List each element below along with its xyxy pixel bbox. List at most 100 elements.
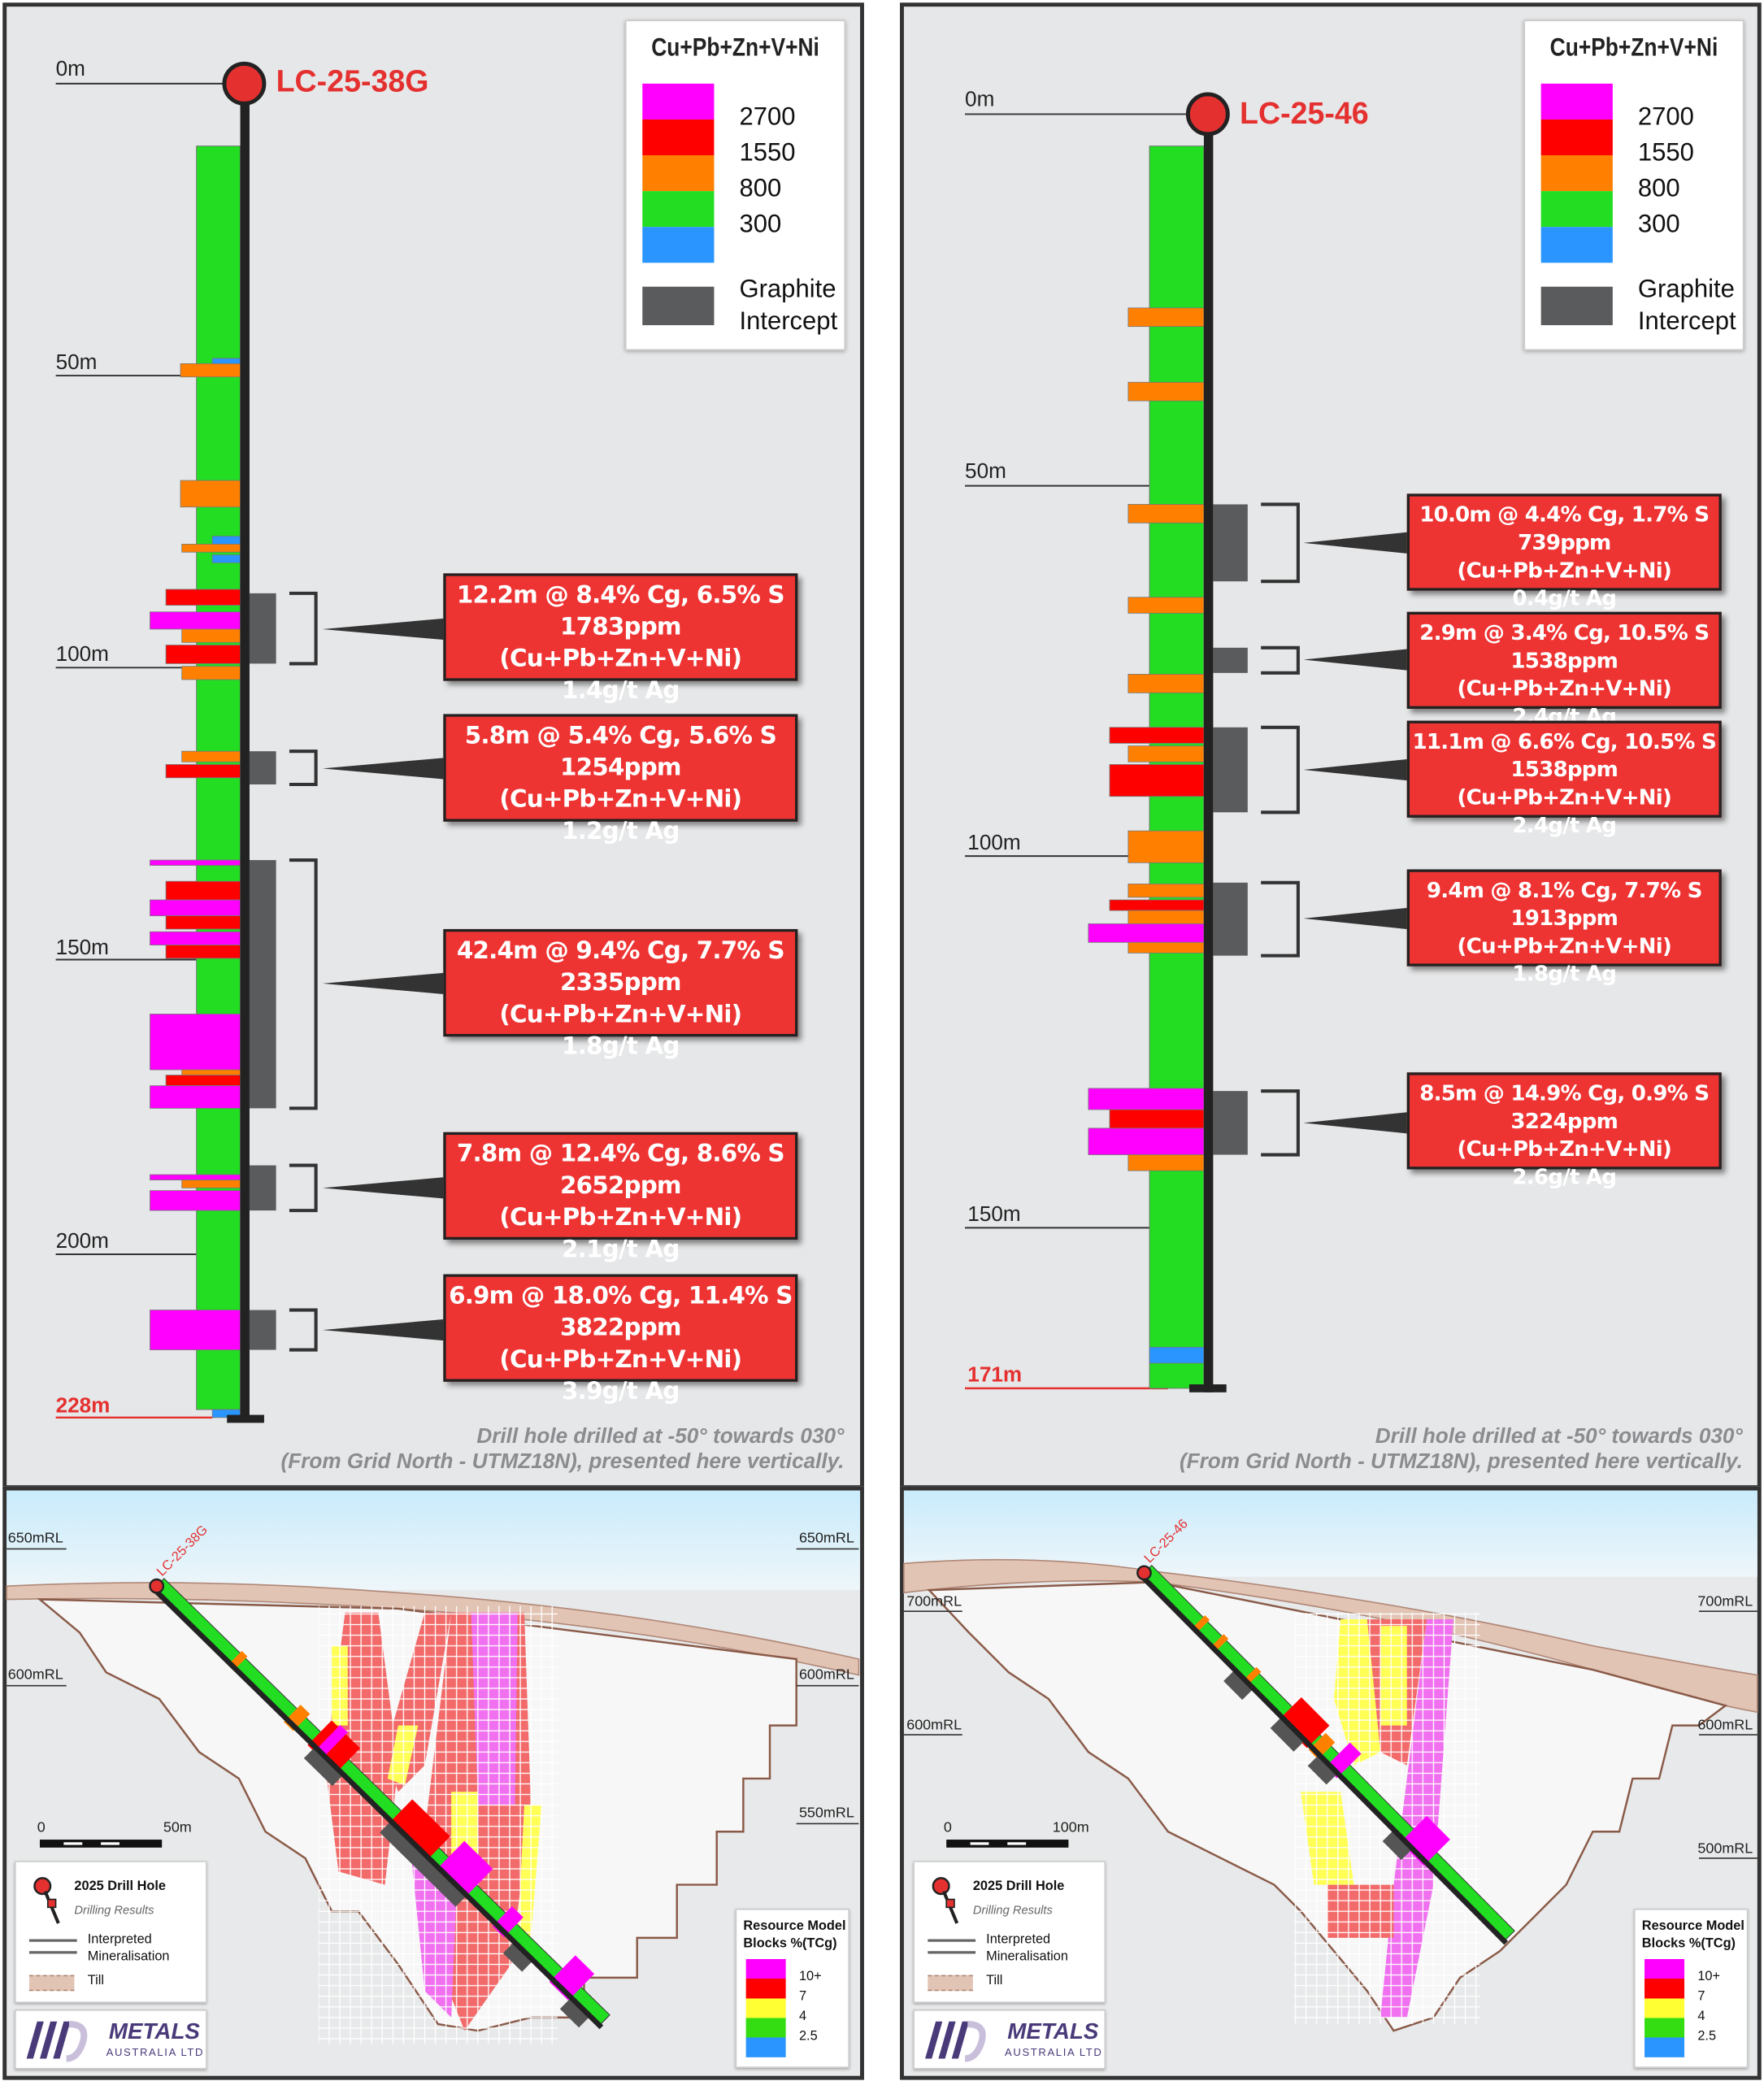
depth-label: 0m — [55, 58, 85, 81]
till-swatch — [928, 1975, 973, 1992]
orange-interval — [1127, 830, 1205, 863]
orientation-note: Drill hole drilled at -50° towards 030°(… — [1179, 1425, 1743, 1474]
section-drill-hole — [1139, 1564, 1515, 1945]
depth-label: 0m — [965, 89, 995, 112]
till-swatch — [28, 1975, 75, 1992]
graphite-intercept — [249, 860, 276, 1109]
legend-level: 800 — [739, 175, 782, 203]
legend-level: 10+ — [798, 1970, 822, 1985]
resource-swatches — [745, 1959, 786, 2057]
scale-bar — [39, 1840, 163, 1848]
graphite-intercept — [1213, 882, 1248, 956]
legend-level: 4 — [798, 2009, 807, 2025]
swatch-red — [1540, 119, 1613, 156]
legend-level: 800 — [1637, 175, 1680, 203]
swatch-orange — [1540, 155, 1613, 192]
legend-graphite: Intercept — [1637, 307, 1736, 337]
legend-graphite: Graphite — [1637, 276, 1735, 304]
legend-level: 1550 — [1637, 139, 1694, 167]
legend-label: Interpreted — [87, 1932, 152, 1948]
graphite-intercept — [1213, 504, 1248, 582]
legend-label: Drilling Results — [74, 1903, 154, 1917]
resource-legend: Resource Model Blocks %(TCg) 10+ 7 4 2.5 — [735, 1908, 849, 2068]
legend-level: 300 — [739, 211, 782, 239]
rl-label: 600mRL — [1697, 1717, 1753, 1734]
logo-mark-icon — [925, 2020, 986, 2062]
rl-label: 600mRL — [7, 1666, 63, 1683]
depth-label: 100m — [55, 643, 109, 667]
swatch-graphite — [642, 286, 715, 326]
company-logo: METALS AUSTRALIA LTD — [913, 2009, 1106, 2070]
resource-swatches — [1645, 1959, 1685, 2057]
rl-label: 650mRL — [7, 1530, 63, 1547]
graphite-intercept — [1213, 647, 1248, 673]
logo-mark-icon — [26, 2020, 88, 2062]
interp-line-icon — [28, 1951, 77, 1954]
depth-label: 150m — [967, 1203, 1021, 1227]
magenta-interval — [150, 1310, 241, 1350]
magenta-interval — [150, 1085, 241, 1109]
orientation-note: Drill hole drilled at -50° towards 030°(… — [280, 1425, 845, 1474]
legend-level: 7 — [1697, 1989, 1705, 2005]
scale-label: 50m — [163, 1819, 192, 1836]
depth-label: 50m — [55, 351, 98, 375]
swatch-blue — [642, 227, 715, 263]
swatch-green — [642, 191, 715, 228]
interp-line-icon — [28, 1939, 77, 1942]
brackets — [289, 591, 318, 1352]
end-depth-label: 171m — [967, 1364, 1023, 1388]
legend-title: Resource Model — [1641, 1919, 1744, 1934]
graphite-intercept — [1213, 727, 1248, 813]
magenta-interval — [1088, 1088, 1205, 1110]
depth-label: 200m — [55, 1230, 109, 1253]
rl-label: 700mRL — [906, 1593, 962, 1610]
legend-title: Blocks %(TCg) — [1641, 1936, 1736, 1952]
depth-label: 100m — [967, 832, 1021, 855]
legend-level: 2700 — [739, 103, 796, 132]
rl-label: 500mRL — [1697, 1840, 1753, 1857]
legend-level: 7 — [798, 1989, 807, 2005]
magenta-interval — [150, 1190, 241, 1211]
scale-label: 0 — [37, 1819, 46, 1836]
swatch-graphite — [1540, 286, 1613, 326]
legend-label: Mineralisation — [87, 1949, 170, 1965]
legend-label: Till — [87, 1973, 105, 1988]
hole-id: LC-25-46 — [1240, 95, 1369, 131]
legend-title: Resource Model — [743, 1919, 846, 1934]
legend-graphite: Graphite — [739, 276, 836, 304]
till-layer — [6, 1582, 860, 1676]
drill-hole-icon — [932, 1877, 959, 1924]
hole-end-cap — [227, 1414, 264, 1423]
magenta-interval — [150, 1014, 241, 1071]
legend-title: Cu+Pb+Zn+V+Ni — [651, 34, 819, 63]
collar-icon — [1185, 92, 1230, 137]
hole-end-cap — [1188, 1384, 1227, 1392]
legend-title: Cu+Pb+Zn+V+Ni — [1549, 34, 1718, 63]
scale-bar — [946, 1840, 1069, 1848]
resource-legend: Resource Model Blocks %(TCg) 10+ 7 4 2.5 — [1633, 1908, 1749, 2068]
drill-hole-icon — [33, 1877, 60, 1924]
drill-trace — [240, 83, 250, 1422]
legend-level: 1550 — [739, 139, 796, 167]
collar-icon — [1136, 1565, 1152, 1581]
swatch-magenta — [642, 83, 715, 119]
legend-label: Drilling Results — [972, 1903, 1053, 1917]
graphite-intercept — [249, 1310, 276, 1350]
legend-label: 2025 Drill Hole — [972, 1879, 1065, 1895]
swatch-blue — [1540, 227, 1613, 263]
legend-label: Mineralisation — [986, 1949, 1068, 1965]
section-legend: 2025 Drill Hole Drilling Results Interpr… — [913, 1861, 1106, 2003]
